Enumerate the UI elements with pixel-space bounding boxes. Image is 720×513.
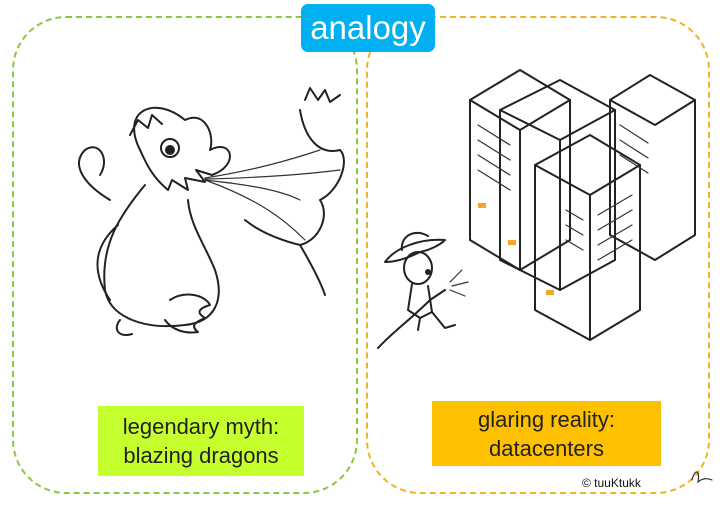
firefighter-icon xyxy=(377,231,469,349)
datacenter-icon xyxy=(469,69,696,341)
left-panel xyxy=(12,16,358,494)
caption-line: legendary myth: xyxy=(122,414,280,439)
dragon-icon xyxy=(78,87,345,336)
caption-legendary-myth: legendary myth: blazing dragons xyxy=(98,406,304,476)
right-panel xyxy=(366,16,710,494)
page-title: analogy xyxy=(301,4,435,52)
caption-line: datacenters xyxy=(489,435,604,461)
caption-line: glaring reality: xyxy=(478,406,615,432)
copyright-credit: © tuuKtukk xyxy=(582,476,641,490)
caption-line: blazing dragons xyxy=(123,443,279,468)
caption-glaring-reality: glaring reality: datacenters xyxy=(432,401,661,466)
signature-icon xyxy=(691,471,713,484)
